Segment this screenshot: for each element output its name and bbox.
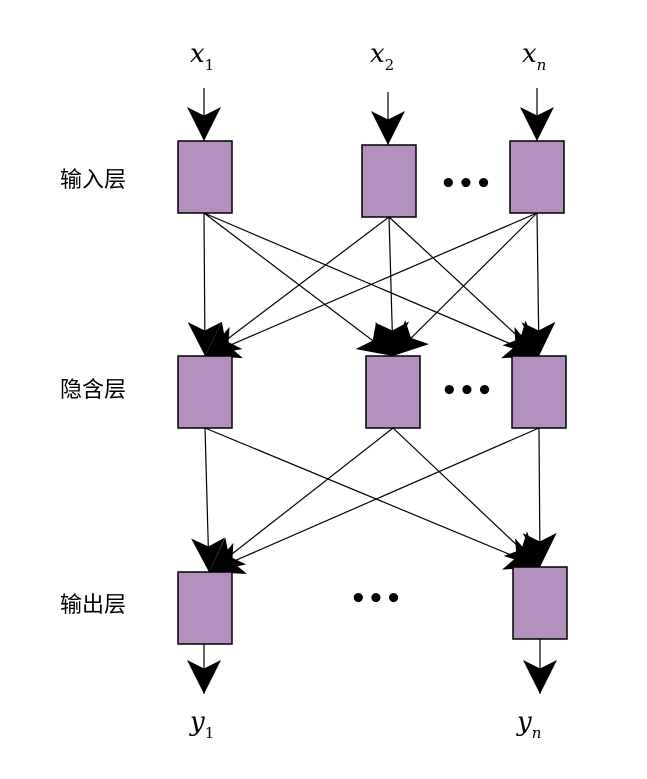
nodes: [177, 140, 568, 645]
output-layer-label: 输出层: [60, 593, 126, 618]
hidden-ellipsis: •••: [441, 376, 494, 406]
hidden-output-edge-2-1: [208, 427, 394, 573]
output-node-n: [512, 566, 568, 640]
input-hidden-edge-3-2: [392, 212, 538, 357]
connection-edges: [187, 212, 557, 574]
output-var-n: yn: [516, 707, 541, 742]
io-arrows: [187, 88, 557, 694]
input-hidden-edge-3-1: [204, 212, 538, 359]
input-hidden-edge-2-2: [375, 216, 410, 357]
hidden-output-edge-1-1: [191, 427, 226, 573]
hidden-layer-label: 隐含层: [60, 378, 126, 403]
hidden-output-edge-3-2: [522, 427, 557, 568]
input-layer-label: 输入层: [60, 168, 126, 193]
hidden-output-edge-2-2: [392, 427, 541, 568]
input-hidden-edge-2-1: [204, 216, 390, 357]
hidden-node-1: [177, 355, 233, 429]
output-ellipsis: •••: [350, 584, 403, 614]
hidden-node-n: [511, 355, 567, 429]
hidden-output-edge-1-2: [204, 427, 541, 570]
input-hidden-edge-1-1: [187, 212, 222, 357]
input-var-1: x1: [190, 39, 214, 74]
input-hidden-edge-1-2: [203, 212, 394, 357]
input-node-2: [361, 144, 417, 218]
hidden-node-2: [365, 355, 421, 429]
input-hidden-edge-2-3: [388, 216, 540, 357]
input-node-n: [509, 140, 565, 214]
output-node-1: [177, 571, 233, 645]
input-node-1: [177, 140, 233, 214]
hidden-output-edge-3-1: [208, 427, 540, 574]
input-ellipsis: •••: [440, 169, 493, 199]
input-var-2: x2: [370, 39, 394, 74]
output-var-1: y1: [189, 707, 214, 742]
input-var-n: xn: [522, 39, 546, 74]
input-hidden-edge-3-3: [521, 212, 556, 357]
